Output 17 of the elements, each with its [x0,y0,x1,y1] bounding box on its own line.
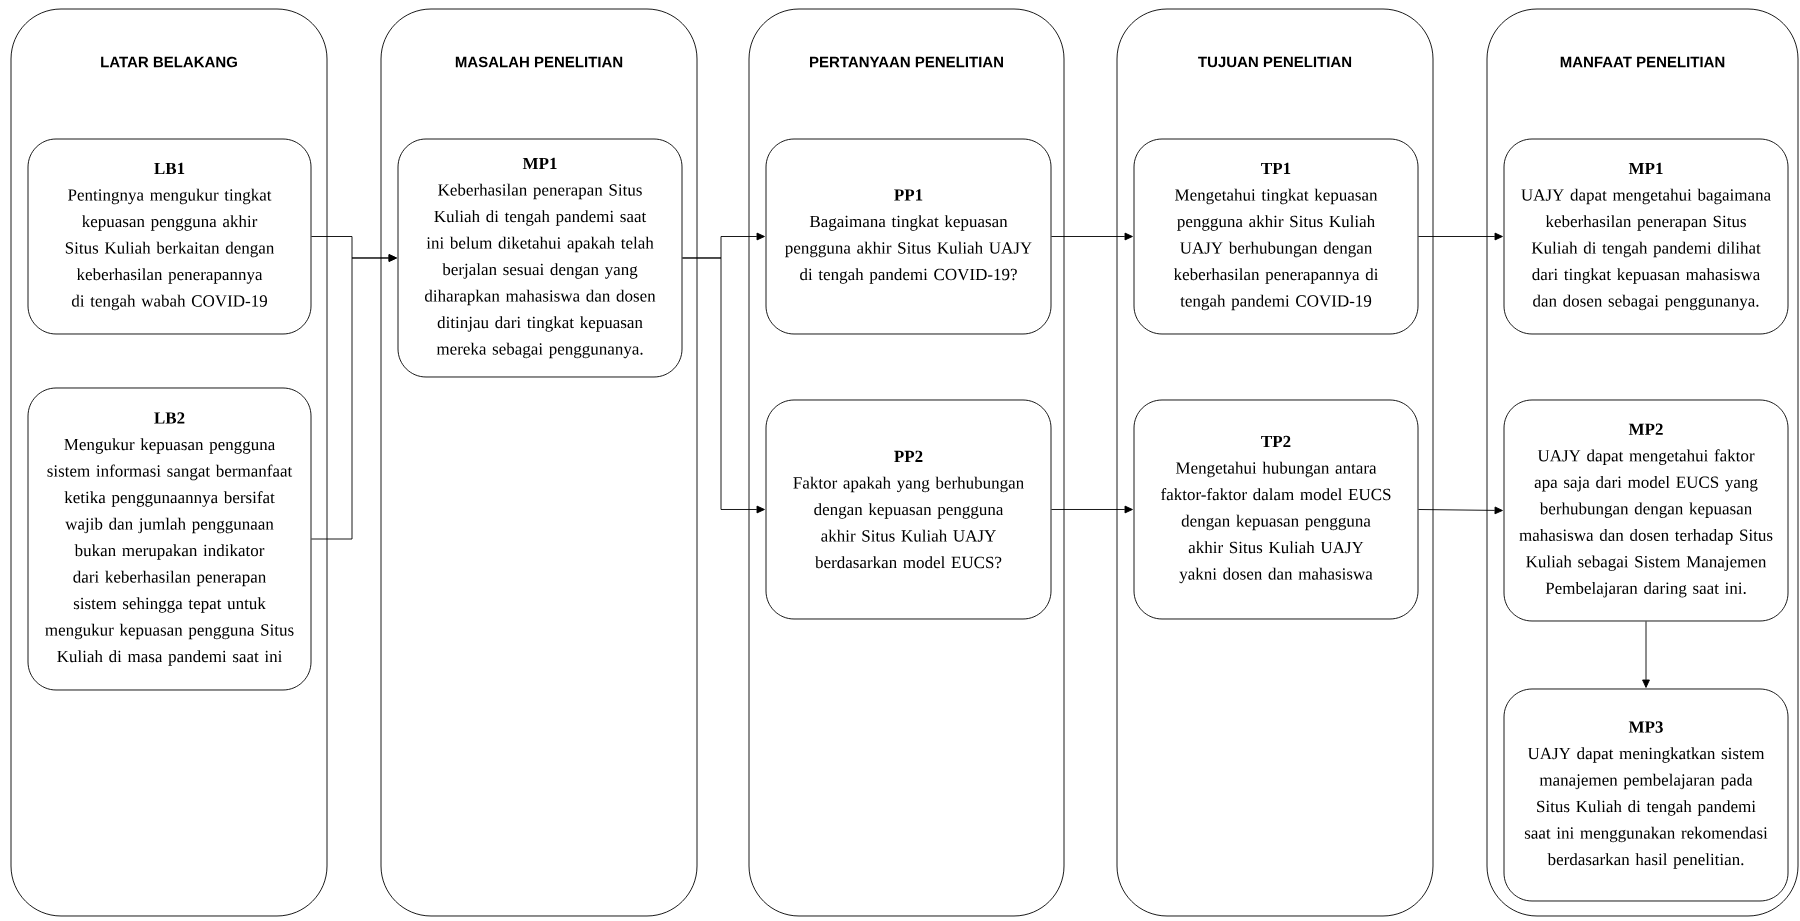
text-box: LB1 Pentingnya mengukur tingkat kepuasan pengguna akhir Situs Kuliah berkaitan dengan keberhasilan penerapannya di tengah wabah COVID-19 [27,138,312,335]
text-box: TP2 Mengetahui hubungan antara faktor-faktor dalam model EUCS dengan kepuasan pengguna akhir Situs Kuliah UAJY yakni dosen dan mahasiswa [1133,399,1419,620]
arrow [1051,505,1133,514]
text-box: TP1 Mengetahui tingkat kepuasan pengguna akhir Situs Kuliah UAJY berhubungan dengan keberhasilan penerapannya di tengah pandemi COVID-19 [1133,138,1419,335]
arrow [1642,621,1650,688]
text-box: PP1 Bagaimana tingkat kepuasan pengguna akhir Situs Kuliah UAJY di tengah pandemi COVID-19? [765,138,1052,335]
text-box: PP2 Faktor apakah yang berhubungan dengan kepuasan pengguna akhir Situs Kuliah UAJY berdasarkan model EUCS? [765,399,1052,620]
text-box: MP2 UAJY dapat mengetahui faktor apa saja dari model EUCS yang berhubungan dengan kepuasan mahasiswa dan dosen terhadap Situs Kuliah sebagai Sistem Manajemen Pembelajaran daring saat ini. [1503,399,1789,622]
arrow [682,257,765,514]
text-box: MP1 Keberhasilan penerapan Situs Kuliah di tengah pandemi saat ini belum diketahui apakah telah berjalan sesuai dengan yang diharapkan mahasiswa dan dosen ditinjau dari tingkat kepuasan mereka sebagai penggunanya. [397,138,683,378]
text-box: MP3 UAJY dapat meningkatkan sistem manajemen pembelajaran pada Situs Kuliah di tengah pandemi saat ini menggunakan rekomendasi berdasarkan hasil penelitian. [1503,688,1789,902]
arrow [1051,232,1133,241]
arrow [1418,232,1503,241]
arrow [1418,506,1503,515]
arrow [311,254,397,540]
text-box: LB2 Mengukur kepuasan pengguna sistem informasi sangat bermanfaat ketika penggunaannya bersifat wajib dan jumlah penggunaan bukan merupakan indikator dari keberhasilan penerapan sistem sehingga tepat untuk mengukur kepuasan pengguna Situs Kuliah di masa pandemi saat ini [27,387,312,691]
text-box: MP1 UAJY dapat mengetahui bagaimana keberhasilan penerapan Situs Kuliah di tengah pandemi dilihat dari tingkat kepuasan mahasiswa dan dosen sebagai penggunanya. [1503,138,1789,335]
